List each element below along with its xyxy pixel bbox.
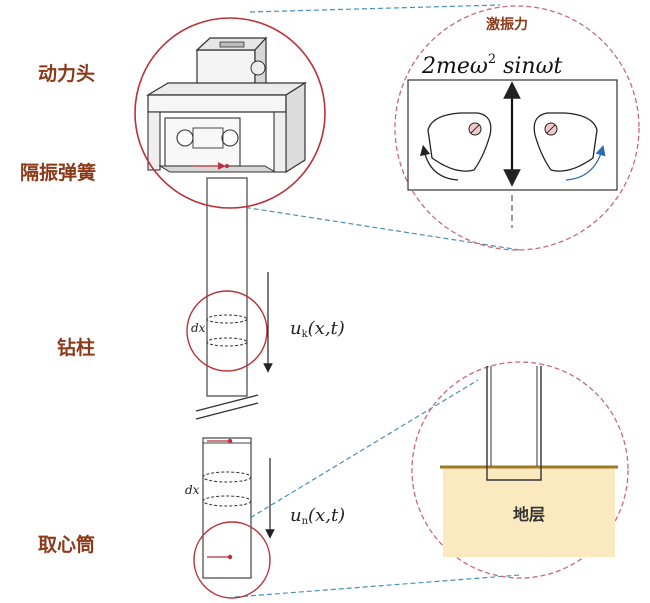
stratum-detail-circle — [411, 361, 629, 579]
rotation-arrow-left — [420, 144, 459, 181]
rotation-arrow-right — [565, 145, 606, 181]
core-barrel-in-stratum — [486, 366, 542, 481]
dx-lower-label: dx — [185, 483, 200, 497]
core-barrel-pipe — [202, 437, 252, 579]
exciting-force-formula: 2meω2 sinωt — [421, 52, 563, 79]
connector-bottom-upper — [229, 379, 479, 531]
dx-lower-ellipse-top — [202, 471, 252, 483]
connector-bottom-lower — [234, 574, 521, 598]
stratum-block — [443, 467, 615, 557]
label-exciting-force: 激振力 — [486, 16, 528, 33]
eccentric-left — [176, 129, 194, 147]
core-barrel-top-dot — [227, 438, 233, 444]
displacement-label-k: uk(x,t) — [290, 318, 345, 340]
dx-upper-label: dx — [191, 321, 206, 335]
connector-top-upper — [249, 4, 501, 13]
dx-lower-ellipse-bottom — [202, 495, 252, 507]
power-head-frame-front — [147, 94, 287, 113]
power-head-zoom-circle — [134, 17, 326, 209]
label-drill-string: 钻柱 — [57, 336, 95, 359]
power-head-base — [158, 165, 277, 173]
core-barrel-bottom-dot — [227, 554, 233, 560]
label-core-barrel: 取心筒 — [38, 533, 95, 556]
dx-upper-ellipse-top — [206, 314, 248, 324]
eccentric-right — [221, 129, 239, 147]
power-head-right-leg — [273, 111, 287, 173]
label-power-head: 动力头 — [38, 62, 95, 85]
exciting-force-detail-circle — [394, 5, 640, 251]
label-isolation-spring: 隔振弹簧 — [20, 161, 96, 184]
power-head-frame-side — [285, 81, 306, 174]
power-head-assembly — [145, 36, 308, 174]
label-stratum: 地层 — [513, 505, 545, 524]
connector-top-lower — [229, 204, 521, 251]
break-line-1 — [195, 394, 259, 412]
dx-upper-ellipse-bottom — [206, 337, 248, 347]
power-head-frame-top — [145, 82, 308, 96]
displacement-label-n: un(x,t) — [290, 505, 345, 527]
break-line-2 — [195, 402, 259, 420]
drill-string-pipe — [206, 177, 248, 397]
core-barrel-zoom-circle — [193, 521, 271, 599]
power-head-left-leg — [147, 111, 161, 171]
drill-string-zoom-circle — [186, 290, 268, 372]
